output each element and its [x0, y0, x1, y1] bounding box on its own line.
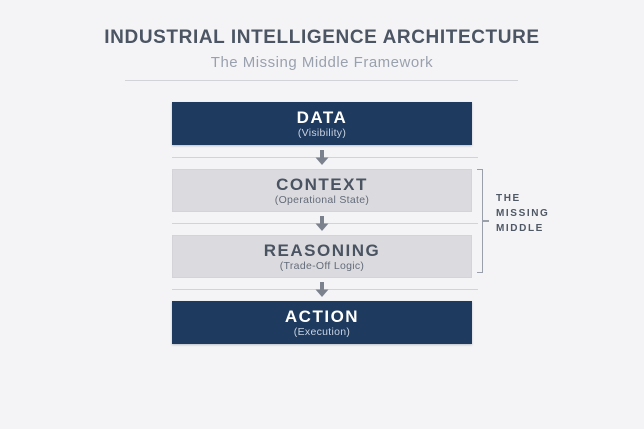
down-arrow-icon: [315, 216, 329, 231]
layer-data-label: DATA: [296, 108, 348, 127]
down-arrow-icon: [315, 150, 329, 165]
layer-context: CONTEXT (Operational State): [172, 169, 472, 212]
layer-action-label: ACTION: [284, 307, 360, 326]
layer-action-sublabel: (Execution): [293, 326, 351, 338]
missing-middle-bracket: [477, 169, 483, 273]
connector-data-context: [172, 150, 478, 165]
layer-reasoning-label: REASONING: [263, 241, 381, 260]
page-title: INDUSTRIAL INTELLIGENCE ARCHITECTURE: [104, 27, 540, 48]
missing-middle-label: THE MISSING MIDDLE: [496, 191, 549, 236]
missing-middle-label-line3: MIDDLE: [496, 223, 544, 234]
header-divider: [125, 80, 518, 81]
page-subtitle: The Missing Middle Framework: [210, 54, 434, 71]
layer-data-sublabel: (Visibility): [297, 127, 347, 139]
missing-middle-label-line2: MISSING: [496, 208, 550, 219]
layer-reasoning: REASONING (Trade-Off Logic): [172, 235, 472, 278]
layer-context-label: CONTEXT: [276, 175, 368, 194]
missing-middle-label-line1: THE: [496, 193, 521, 204]
connector-reasoning-action: [172, 282, 478, 297]
layer-context-sublabel: (Operational State): [274, 194, 370, 206]
connector-context-reasoning: [172, 216, 478, 231]
layer-reasoning-sublabel: (Trade-Off Logic): [279, 260, 365, 272]
layer-action: ACTION (Execution): [172, 301, 472, 344]
down-arrow-icon: [315, 282, 329, 297]
missing-middle-bracket-nub: [483, 220, 489, 222]
layer-data: DATA (Visibility): [172, 102, 472, 145]
